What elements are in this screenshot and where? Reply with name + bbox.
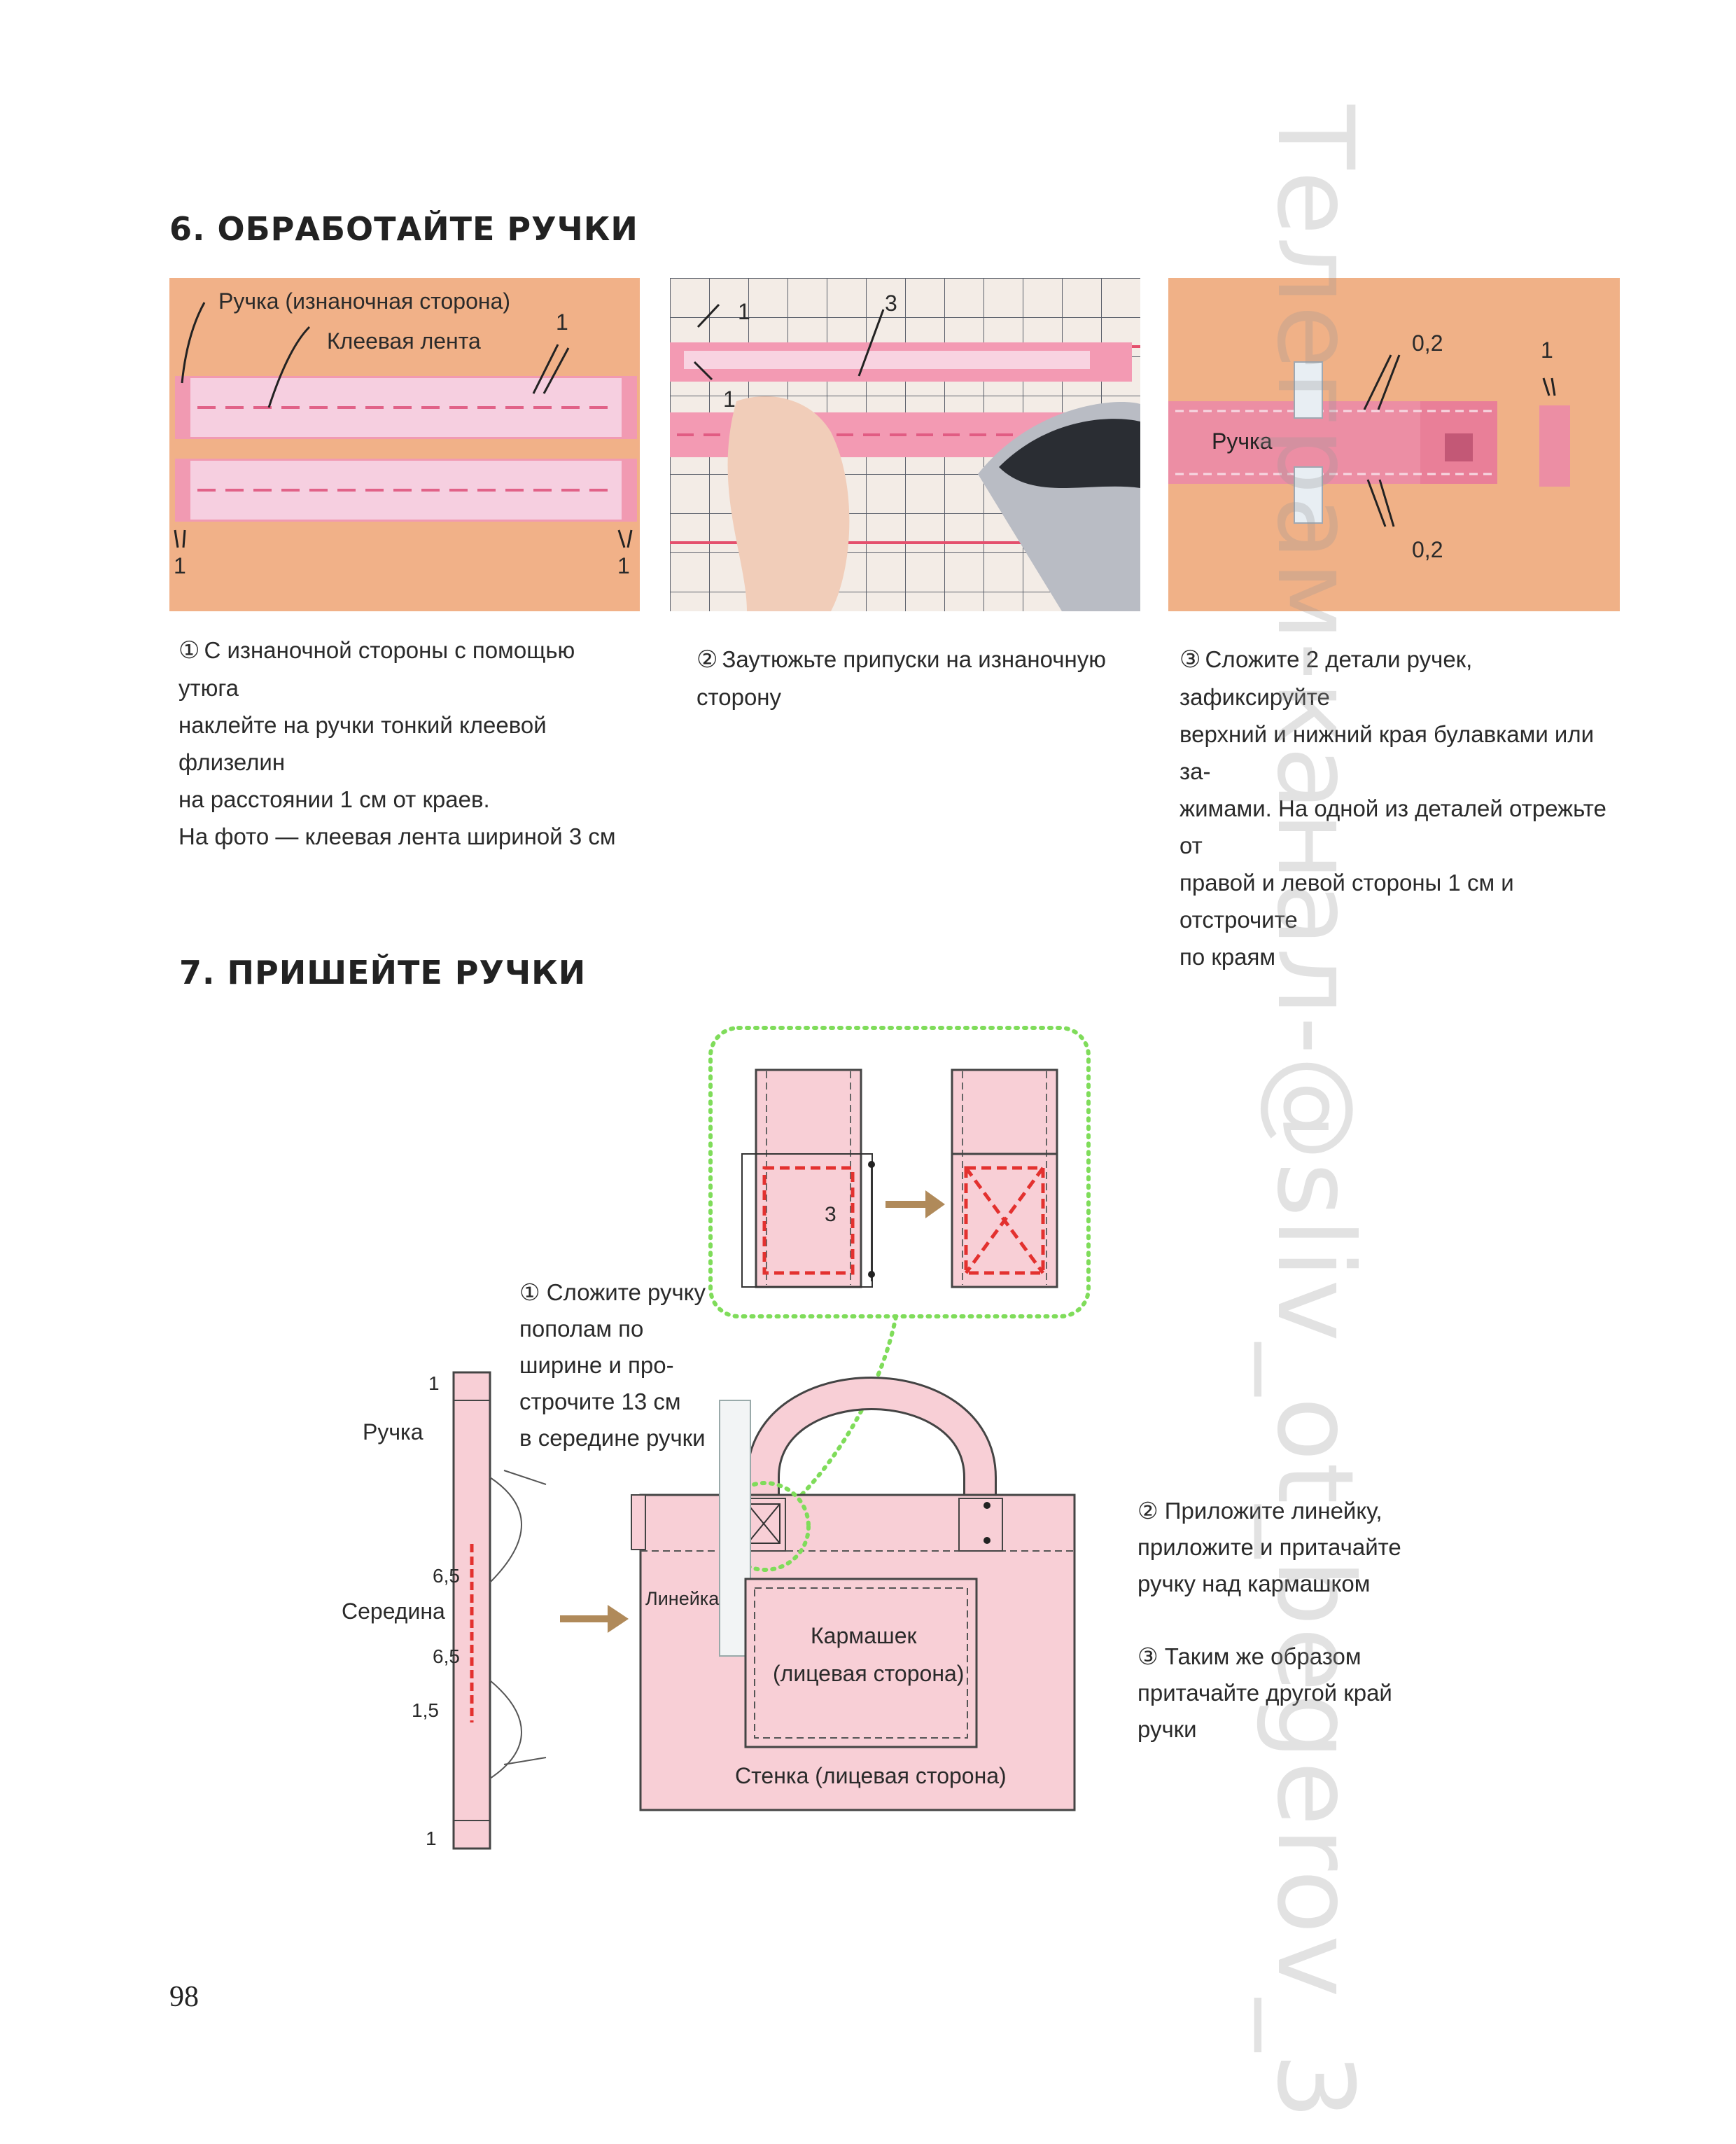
note-line: притачайте другой край <box>1138 1680 1392 1706</box>
caption-line: по краям <box>1180 944 1276 970</box>
dim-6-5-a: 6,5 <box>433 1565 460 1587</box>
note-line: Таким же образом <box>1164 1643 1362 1669</box>
label-num: 1 <box>174 553 186 578</box>
note-1: ① Сложите ручку пополам по ширине и про-… <box>519 1274 715 1456</box>
note-line: в середине ручки <box>519 1425 706 1451</box>
pocket-label: Кармашек <box>811 1623 917 1648</box>
note-num: ② <box>1138 1498 1158 1524</box>
caption-line: Сложите 2 детали ручек, зафиксируйте <box>1180 646 1473 710</box>
pocket-sublabel: (лицевая сторона) <box>773 1661 965 1686</box>
wall-label: Стенка (лицевая сторона) <box>735 1763 1007 1788</box>
label-num: 1 <box>738 299 750 324</box>
label-fusible-tape: Клеевая лента <box>327 328 481 354</box>
step-number-1: ① <box>178 637 200 664</box>
note-line: Приложите линейку, <box>1164 1498 1382 1524</box>
photo-clips: Ручка 0,2 0,2 1 <box>1168 278 1620 611</box>
label-handle-back: Ручка (изнаночная сторона) <box>218 288 511 314</box>
note-3: ③ Таким же образом притачайте другой кра… <box>1138 1638 1404 1748</box>
note-num: ③ <box>1138 1643 1158 1669</box>
note-num: ① <box>519 1279 540 1305</box>
caption-line: Заутюжьте припуски на изнаночную <box>722 646 1106 672</box>
photo-fusible-tape-drawing <box>174 302 637 548</box>
caption-line: правой и левой стороны 1 см и отстрочите <box>1180 870 1514 933</box>
note-line: пополам по <box>519 1316 644 1342</box>
note-line: строчите 13 см <box>519 1388 681 1414</box>
photo-fusible-tape: Ручка (изнаночная сторона) Клеевая лента… <box>169 278 640 611</box>
label-ruler: Линейка <box>645 1588 720 1609</box>
note-line: Сложите ручку <box>546 1279 706 1305</box>
photo-clips-drawing <box>1168 354 1570 527</box>
caption-line: сторону <box>696 684 782 710</box>
dim-bottom: 1 <box>426 1828 437 1849</box>
note-line: ширине и про- <box>519 1352 674 1378</box>
caption-line: наклейте на ручки тонкий клеевой флизели… <box>178 712 547 775</box>
page-number: 98 <box>169 1981 199 2013</box>
caption-line: верхний и нижний края булавками или за- <box>1180 721 1595 784</box>
step6-heading: 6. ОБРАБОТАЙТЕ РУЧКИ <box>169 210 638 248</box>
label-num: 3 <box>885 291 897 316</box>
caption-line: С изнаночной стороны с помощью утюга <box>178 637 575 701</box>
note-line: приложите и притачайте <box>1138 1534 1401 1560</box>
label-handle: Ручка <box>363 1419 424 1445</box>
label-value: 0,2 <box>1412 537 1443 562</box>
label-handle: Ручка <box>1212 429 1273 454</box>
label-middle: Середина <box>342 1599 445 1624</box>
caption-line: на расстоянии 1 см от краев. <box>178 786 490 812</box>
label-num: 1 <box>556 309 568 335</box>
photo-ironing-drawing <box>670 278 1140 611</box>
photo-ironing: 1 3 1 <box>670 278 1140 611</box>
note-2: ② Приложите линейку, приложите и притача… <box>1138 1493 1404 1602</box>
label-num: 1 <box>617 553 630 578</box>
note-line: ручки <box>1138 1716 1197 1742</box>
step-number-3: ③ <box>1180 646 1201 673</box>
watermark: Телеграм-канал-@sliv_ot_begerov_3 <box>1242 105 1390 2121</box>
dim-top: 1 <box>428 1372 440 1394</box>
caption-line: На фото — клеевая лента шириной 3 см <box>178 823 616 849</box>
step7-heading: 7. ПРИШЕЙТЕ РУЧКИ <box>179 954 587 991</box>
label-num: 1 <box>1541 337 1553 363</box>
step-number-2: ② <box>696 646 718 673</box>
note-line: ручку над кармашком <box>1138 1571 1371 1596</box>
dim-6-5-b: 6,5 <box>433 1645 460 1667</box>
label-value: 0,2 <box>1412 330 1443 356</box>
watermark-text: Телеграм-канал-@sliv_ot_begerov_3 <box>1254 105 1376 2122</box>
detail-num: 3 <box>825 1203 836 1226</box>
caption-line: жимами. На одной из деталей отрежьте от <box>1180 795 1606 858</box>
dim-1-5: 1,5 <box>412 1699 439 1721</box>
label-num: 1 <box>723 387 736 412</box>
